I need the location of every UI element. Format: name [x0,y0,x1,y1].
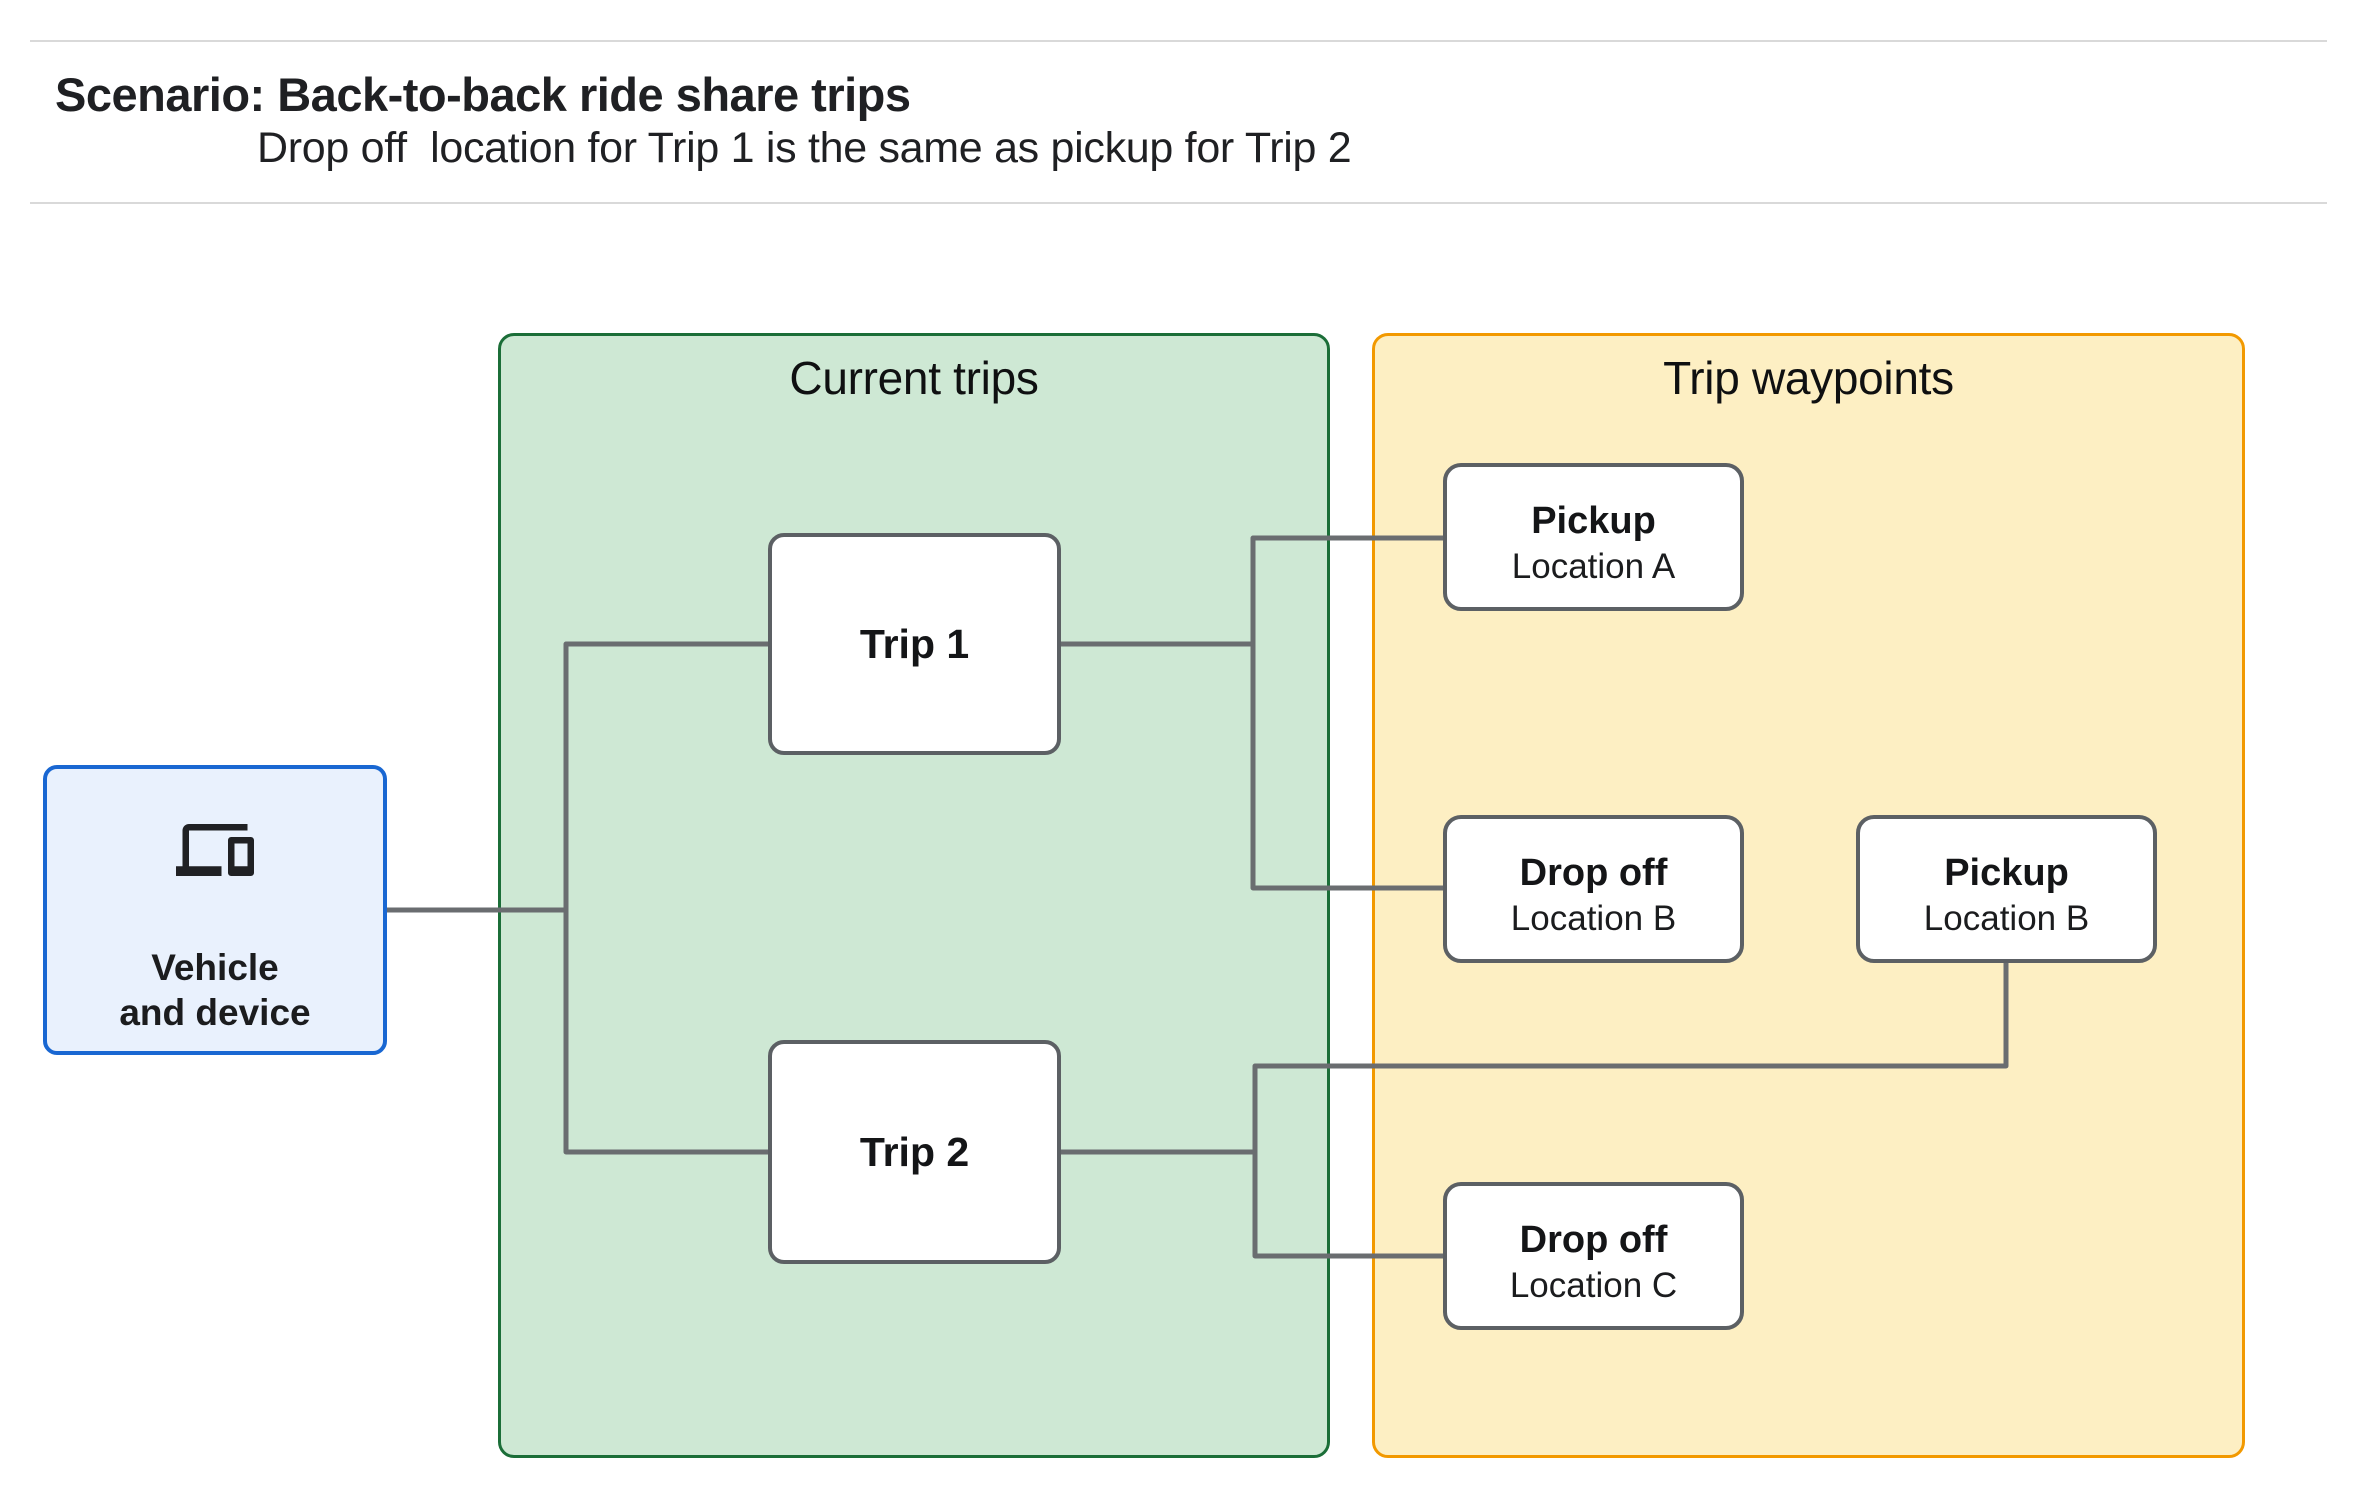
waypoint-type: Drop off [1519,1219,1668,1261]
vehicle-label-line2: and device [119,992,311,1033]
waypoint-location: Location C [1509,1266,1678,1305]
divider-top [30,40,2327,42]
waypoint-pickup-location-b: Pickup Location B [1856,815,2157,963]
devices-icon [176,824,254,876]
waypoint-pickup-location-a: Pickup Location A [1443,463,1744,611]
waypoint-location: Location B [1923,899,2090,938]
page-title: Scenario: Back-to-back ride share trips [55,68,911,121]
vehicle-label-line1: Vehicle [151,947,279,988]
trip-1-node: Trip 1 [768,533,1061,755]
waypoint-location: Location A [1511,547,1676,586]
waypoint-type: Pickup [1531,500,1656,542]
vehicle-node: Vehicle and device [43,765,387,1055]
waypoint-location: Location B [1510,899,1677,938]
divider-bottom [30,202,2327,204]
waypoint-dropoff-location-c: Drop off Location C [1443,1182,1744,1330]
current-trips-panel: Current trips [498,333,1330,1458]
trip-1-label: Trip 1 [859,620,970,667]
waypoint-dropoff-location-b: Drop off Location B [1443,815,1744,963]
page-subtitle: Drop off location for Trip 1 is the same… [257,124,1352,172]
trip-2-label: Trip 2 [859,1128,970,1175]
trip-waypoints-title: Trip waypoints [1663,352,1954,404]
trip-2-node: Trip 2 [768,1040,1061,1264]
current-trips-title: Current trips [789,352,1039,404]
waypoint-type: Pickup [1944,852,2069,894]
waypoint-type: Drop off [1519,852,1668,894]
